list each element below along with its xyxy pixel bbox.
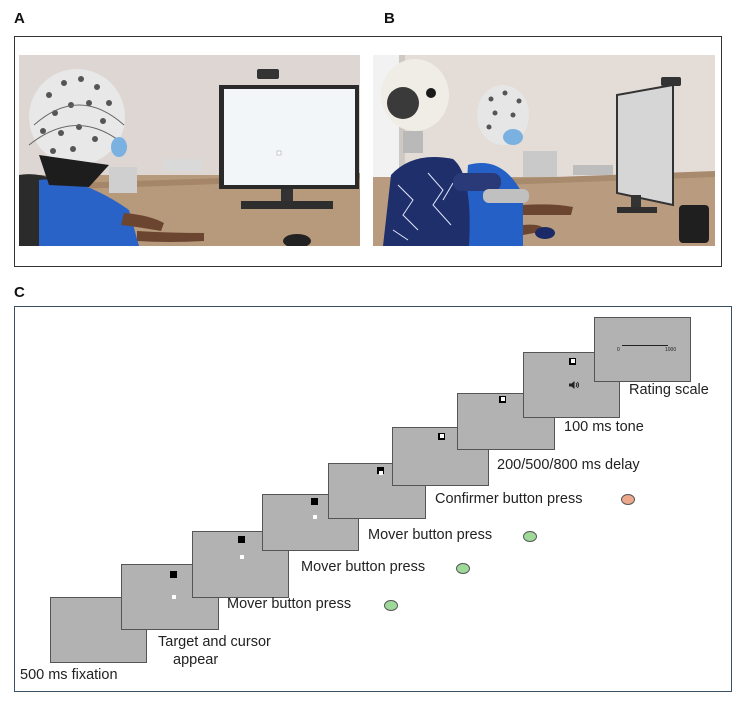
photo-participant-alone (19, 55, 360, 246)
target-square (377, 467, 384, 474)
panel-label-c: C (14, 284, 25, 301)
panel-label-b: B (384, 10, 395, 27)
cursor-square (379, 471, 383, 475)
cursor-square (240, 555, 244, 559)
target-square (238, 536, 245, 543)
label-target-cursor: Target and cursor (158, 634, 271, 650)
label-mover-press-2: Mover button press (301, 559, 426, 575)
label-mover-press-1: Mover button press (227, 596, 352, 612)
mover-press-dot (456, 563, 470, 574)
panel-label-a: A (14, 10, 25, 27)
rating-scale-line (622, 345, 668, 346)
label-rating-scale: Rating scale (629, 382, 709, 398)
cursor-square (172, 595, 176, 599)
label-delay: 200/500/800 ms delay (497, 457, 640, 473)
photo-frame (14, 36, 722, 267)
cursor-square (440, 434, 444, 438)
target-square (311, 498, 318, 505)
label-target-cursor-line2: appear (173, 652, 219, 668)
screen-rating-scale: 0 1000 (594, 317, 691, 382)
label-mover-press-3: Mover button press (368, 527, 493, 543)
rating-scale-max: 1000 (665, 347, 677, 353)
cursor-square (313, 515, 317, 519)
trial-sequence-frame (14, 306, 732, 692)
mover-press-dot (384, 600, 398, 611)
label-tone: 100 ms tone (564, 419, 644, 435)
speaker-icon (569, 381, 579, 389)
label-fixation: 500 ms fixation (20, 667, 118, 683)
photo-participant-with-robot (373, 55, 715, 246)
mover-press-dot (523, 531, 537, 542)
cursor-square (571, 359, 575, 363)
target-square (170, 571, 177, 578)
label-confirmer-press: Confirmer button press (435, 491, 583, 507)
confirmer-press-dot (621, 494, 635, 505)
rating-scale-min: 0 (617, 347, 620, 353)
cursor-square (501, 397, 505, 401)
